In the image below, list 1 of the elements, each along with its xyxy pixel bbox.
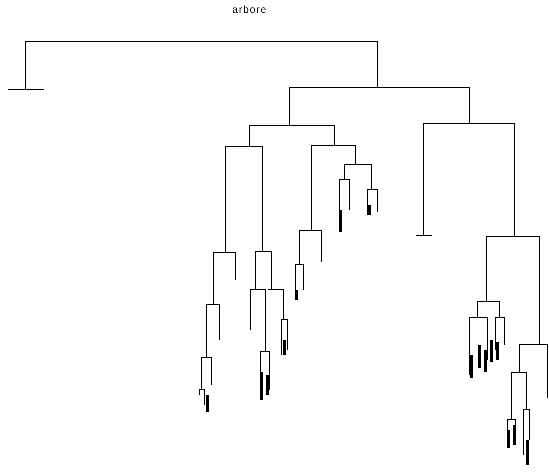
chart-title: arbore bbox=[232, 5, 268, 16]
